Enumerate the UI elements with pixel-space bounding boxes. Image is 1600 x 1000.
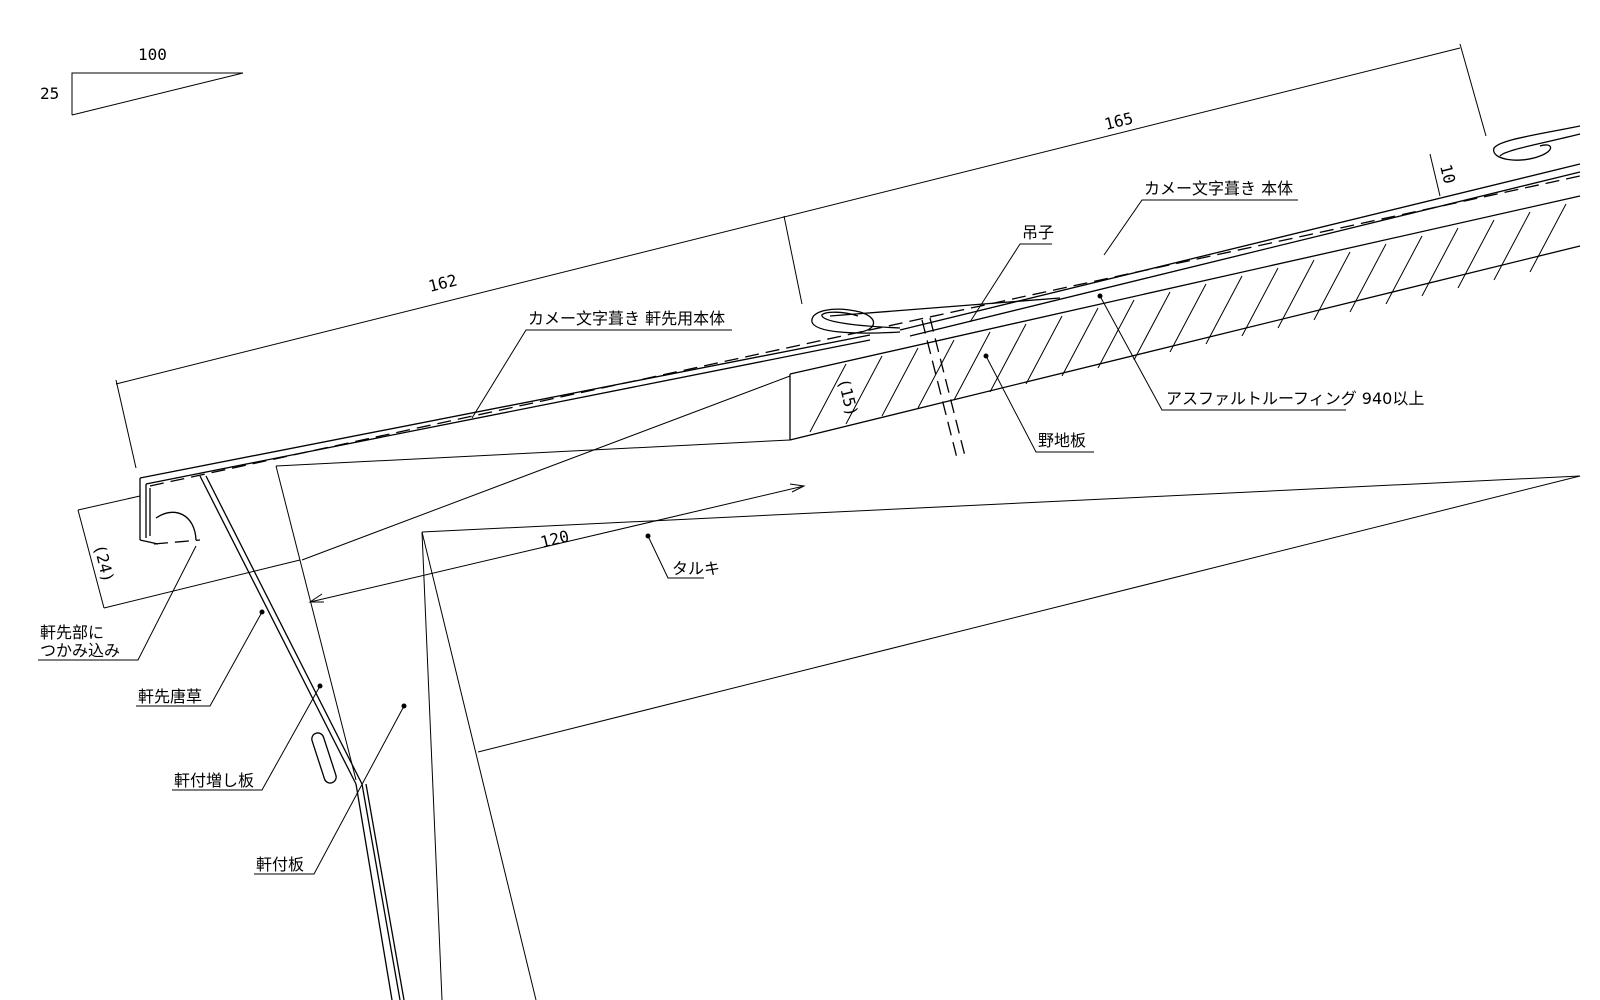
label-sheathing: 野地板 xyxy=(1038,431,1086,450)
callout-sheathing: 野地板 xyxy=(983,353,1094,453)
label-grip-line1: 軒先部に xyxy=(40,623,104,642)
callout-main-body: カメー文字葺き 本体 xyxy=(1103,179,1298,256)
slope-indicator: 100 25 xyxy=(40,45,244,116)
dim-162: 162 xyxy=(426,270,459,295)
label-karakusa: 軒先唐草 xyxy=(138,687,202,706)
label-eaves-body: カメー文字葺き 軒先用本体 xyxy=(528,309,725,328)
slope-triangle xyxy=(71,72,244,116)
label-roofing: アスファルトルーフィング 940以上 xyxy=(1166,389,1424,408)
callout-rafter: タルキ xyxy=(645,533,720,579)
sheathing-board xyxy=(789,195,1581,441)
label-rafter: タルキ xyxy=(672,559,720,578)
rafter-framing xyxy=(275,375,1581,1000)
roof-panel xyxy=(139,125,1581,545)
label-main-body: カメー文字葺き 本体 xyxy=(1144,179,1293,198)
fascia-karakusa xyxy=(153,475,405,1000)
dimension-10: 10 xyxy=(1429,153,1459,197)
callout-fascia-board: 軒付板 xyxy=(254,703,407,875)
label-grip-line2: つかみ込み xyxy=(40,641,120,660)
roofing-line xyxy=(149,175,1581,487)
dim-15: (15) xyxy=(834,376,862,418)
dim-120: 120 xyxy=(538,526,571,551)
label-fascia-extension: 軒付増し板 xyxy=(174,771,254,790)
callout-eaves-body: カメー文字葺き 軒先用本体 xyxy=(471,309,732,419)
slope-run: 100 xyxy=(138,45,167,64)
label-fascia-board: 軒付板 xyxy=(256,855,304,874)
callout-fascia-extension: 軒付増し板 xyxy=(172,683,323,791)
slope-rise: 25 xyxy=(40,84,59,103)
callout-karakusa: 軒先唐草 xyxy=(136,609,265,707)
callout-hanger: 吊子 xyxy=(969,223,1054,323)
dimension-120: 120 xyxy=(308,483,806,603)
dim-24: (24) xyxy=(90,542,118,584)
callout-grip: 軒先部に つかみ込み xyxy=(38,545,197,661)
label-hanger: 吊子 xyxy=(1022,223,1054,242)
dimension-24: (24) xyxy=(77,495,301,609)
callout-roofing: アスファルトルーフィング 940以上 xyxy=(1097,293,1424,411)
dim-10: 10 xyxy=(1436,162,1459,185)
hanger-nail xyxy=(921,317,967,463)
